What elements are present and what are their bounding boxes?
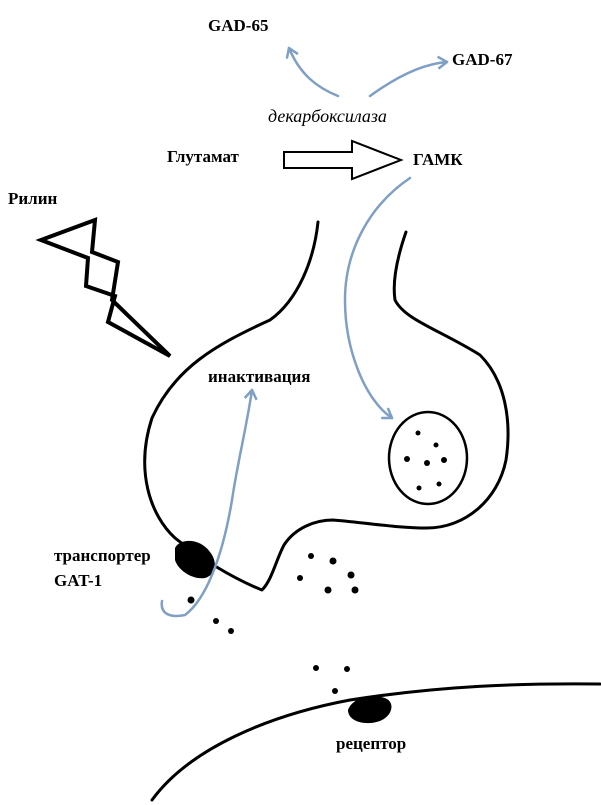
pathway-arrows: [162, 48, 447, 616]
vesicle-gaba-dots: [404, 431, 447, 491]
transporter-label: транспортер: [54, 546, 151, 566]
presynaptic-terminal-outline: [145, 222, 508, 590]
gaba-label: ГАМК: [413, 150, 463, 170]
reelin-lightning-icon: [41, 220, 170, 356]
receptor-label: рецептор: [336, 734, 406, 754]
decarboxylase-label: декарбоксилаза: [268, 106, 387, 126]
decarboxylase-to-gad67-arrow: [370, 62, 447, 96]
inactivation-label: инактивация: [208, 367, 311, 387]
gat1-transporter-shape: [175, 541, 215, 578]
gaba-to-vesicle-arrow: [345, 178, 410, 418]
gad67-label: GAD-67: [452, 50, 512, 70]
gat1-label: GAT-1: [54, 571, 102, 591]
decarboxylase-to-gad65-arrow: [289, 48, 338, 96]
synaptic-vesicle: [389, 412, 467, 504]
glutamate-label: Глутамат: [167, 147, 239, 167]
glutamate-to-gaba-arrow: [284, 141, 401, 179]
reuptake-to-inactivation-arrow: [162, 390, 252, 616]
gad65-label: GAD-65: [208, 16, 268, 36]
reelin-label: Рилин: [8, 189, 57, 209]
